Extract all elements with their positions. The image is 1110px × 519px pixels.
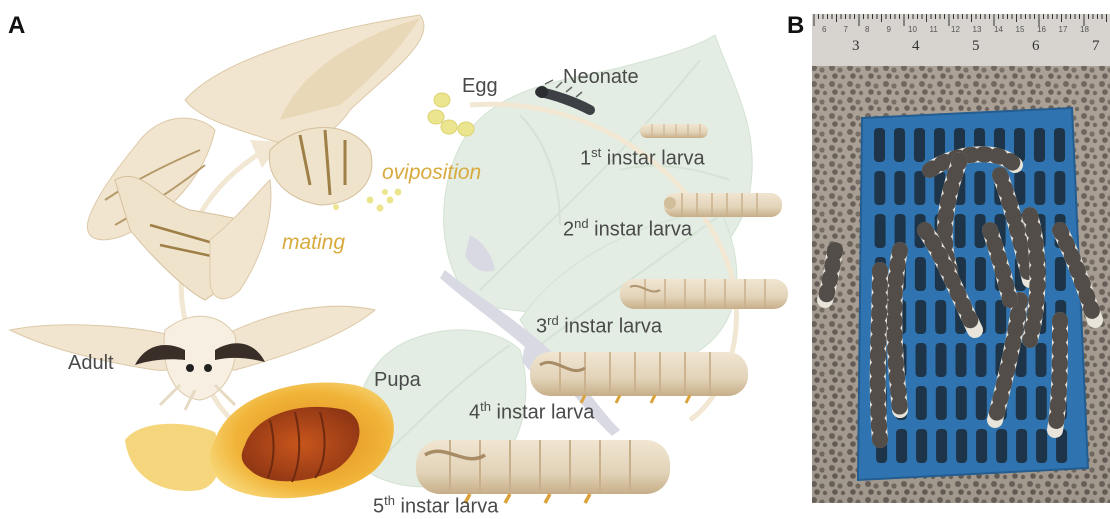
ruler-small-number: 14 [994, 25, 1003, 34]
tray-slot [916, 343, 927, 377]
label-oviposition: oviposition [382, 161, 481, 185]
instar-1-number: 1 [580, 148, 591, 170]
ruler-small-number: 11 [930, 25, 939, 34]
silkworm-bands [1030, 215, 1038, 340]
ruler-small-number: 13 [973, 25, 982, 34]
ruler-small-number: 16 [1037, 25, 1046, 34]
tray-slot [1036, 386, 1047, 420]
moth-eye-right [204, 364, 212, 372]
tray-slot [916, 429, 927, 463]
instar-2-text: instar larva [589, 219, 692, 241]
label-instar-1: 1st instar larva [580, 145, 705, 171]
label-pupa: Pupa [374, 369, 421, 392]
tray-slot [956, 429, 967, 463]
ruler-small-number: 15 [1016, 25, 1025, 34]
instar-2-number: 2 [563, 219, 574, 241]
silkworm-bands [1055, 320, 1060, 430]
panel-a [10, 15, 788, 503]
tray-slot [916, 386, 927, 420]
tray-slot [915, 300, 926, 334]
tray-slot [936, 343, 947, 377]
tray-slot [1034, 171, 1045, 205]
label-mating: mating [282, 231, 345, 255]
tray-slot [894, 171, 905, 205]
ruler-inch-number: 3 [852, 38, 860, 54]
label-egg: Egg [462, 75, 498, 98]
label-instar-3: 3rd instar larva [536, 313, 662, 339]
ruler: 6 7 8 9 10 11 12 13 14 15 16 17 18 3 4 5 6 7 [812, 14, 1110, 66]
silkworm-bands [878, 270, 880, 440]
larva-instar-4 [530, 352, 748, 403]
tray-slot [936, 429, 947, 463]
label-neonate: Neonate [563, 66, 639, 89]
tray-slot [875, 214, 886, 248]
tray-slot [976, 343, 987, 377]
instar-4-text: instar larva [491, 402, 594, 424]
ruler-inch-number: 4 [912, 38, 920, 54]
tray-slot [936, 386, 947, 420]
tray-slot [1016, 429, 1027, 463]
panel-label-a: A [8, 12, 25, 40]
tray-slot [974, 171, 985, 205]
ruler-small-number: 17 [1059, 25, 1068, 34]
instar-1-suffix: st [591, 145, 601, 160]
instar-2-suffix: nd [574, 216, 588, 231]
instar-5-number: 5 [373, 496, 384, 518]
ruler-inch-number: 5 [972, 38, 980, 54]
tray-slot [874, 128, 885, 162]
label-adult: Adult [68, 352, 114, 375]
tray-slot [1034, 128, 1045, 162]
tray-slot [996, 429, 1007, 463]
larva-instar-1 [640, 124, 708, 138]
tray-slot [915, 257, 926, 291]
tray-slot [1016, 386, 1027, 420]
instar-3-number: 3 [536, 316, 547, 338]
larva-instar-3 [620, 279, 788, 309]
instar-5-suffix: th [384, 493, 395, 508]
tray-slot [1036, 429, 1047, 463]
instar-5-text: instar larva [395, 496, 498, 518]
ruler-small-number: 8 [865, 25, 870, 34]
instar-3-text: instar larva [559, 316, 662, 338]
tray-slot [914, 171, 925, 205]
label-instar-2: 2nd instar larva [563, 216, 692, 242]
panel-b-photo: 6 7 8 9 10 11 12 13 14 15 16 17 18 3 4 5 6 7 [812, 14, 1110, 503]
ruler-inch-number: 6 [1032, 38, 1040, 54]
tray-slot [975, 257, 986, 291]
instar-4-number: 4 [469, 402, 480, 424]
tray-slot [976, 386, 987, 420]
tray-slot [956, 343, 967, 377]
instar-3-suffix: rd [547, 313, 559, 328]
instar-1-text: instar larva [601, 148, 704, 170]
tray-slot [1055, 257, 1066, 291]
label-instar-4: 4th instar larva [469, 399, 594, 425]
tray-slot [1036, 343, 1047, 377]
ruler-small-number: 12 [951, 25, 960, 34]
tray-slot [1054, 128, 1065, 162]
instar-4-suffix: th [480, 399, 491, 414]
tray-slot [935, 300, 946, 334]
tray-slot [1054, 171, 1065, 205]
ruler-small-number: 18 [1080, 25, 1089, 34]
tray-slot [914, 128, 925, 162]
tray-slot [894, 128, 905, 162]
ruler-inch-number: 7 [1092, 38, 1100, 54]
egg-cluster [428, 93, 474, 136]
ruler-small-number: 7 [844, 25, 849, 34]
silkworm-bands [894, 250, 900, 410]
tray-slot [976, 429, 987, 463]
tray-slot [896, 429, 907, 463]
panel-label-b: B [787, 12, 804, 40]
larva-instar-2 [664, 193, 782, 217]
tray-slot [874, 171, 885, 205]
ruler-small-number: 6 [822, 25, 827, 34]
tray-slot [956, 386, 967, 420]
ruler-small-number: 9 [887, 25, 892, 34]
moth-eye-left [186, 364, 194, 372]
ruler-small-number: 10 [908, 25, 917, 34]
tray-slot [955, 214, 966, 248]
